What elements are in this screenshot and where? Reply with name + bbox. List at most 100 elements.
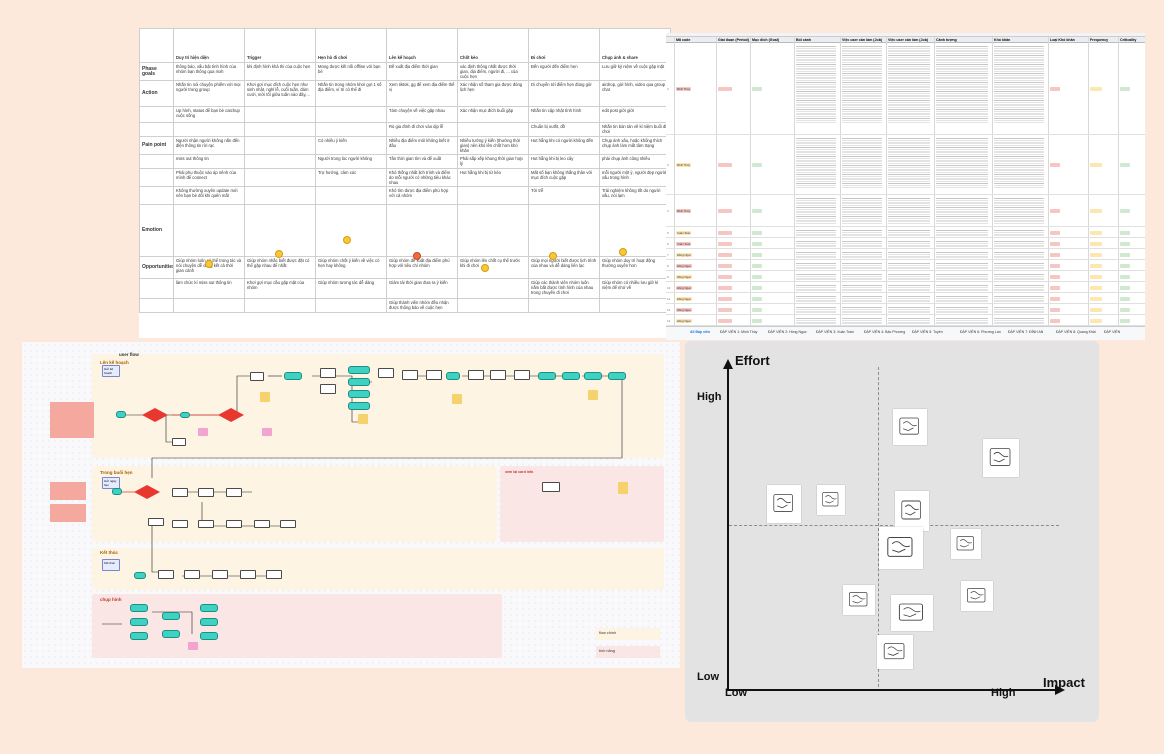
lane-label-end: Kết thúc — [100, 550, 118, 555]
journey-cell: Xác nhận mục đích buổi gặp — [457, 106, 529, 123]
sheet-toolbar — [666, 33, 1145, 37]
flow-step — [378, 368, 394, 378]
respondent-chip: Hồng Ngọc — [676, 274, 692, 279]
journey-cell: Giúp mọi người biết được lịch trình của … — [528, 256, 600, 279]
journey-cell — [244, 186, 316, 205]
annotation-sticky — [50, 504, 86, 522]
sketch-card — [877, 635, 913, 669]
status-chip — [1120, 241, 1130, 246]
sheet-cell-text — [842, 273, 882, 280]
sheet-tab[interactable]: ĐÁP VIÊN 2: Hồng Ngọc — [768, 330, 807, 334]
flow-step — [172, 438, 186, 446]
status-chip — [752, 230, 762, 235]
sheet-cell-text — [796, 229, 836, 236]
journey-header: Đi chơi — [528, 28, 600, 63]
journey-row: Giúp thành viên nhóm đều nhận được thông… — [139, 298, 671, 313]
flow-step — [280, 520, 296, 528]
lane-meetup — [92, 466, 497, 542]
status-chip — [752, 263, 762, 268]
sheet-tab[interactable]: ĐÁP VIÊN 6: Phương Lan — [960, 330, 1001, 334]
status-chip — [1090, 285, 1102, 290]
flow-node — [180, 412, 190, 418]
sketch-card — [879, 527, 923, 569]
journey-cell: Giúp nhóm chốt ý kiến về việc có hẹn hay… — [315, 256, 387, 279]
sheet-cell-text — [842, 137, 882, 188]
journey-cell: Hut hẫng khi bị leo cây — [528, 154, 600, 169]
flow-step — [320, 368, 336, 378]
sheet-cell-text — [888, 197, 930, 225]
annotation-sticky — [50, 482, 86, 500]
journey-cell: Giúp nhóm lên chốt cụ thể trước khi đi c… — [457, 256, 529, 279]
flow-step — [426, 370, 442, 380]
flow-node — [584, 372, 602, 380]
sheet-cell-text — [842, 240, 882, 247]
sheet-gridline — [886, 37, 887, 326]
sheet-tab[interactable]: ĐÁP VIÊN 1: Minh Thùy — [720, 330, 758, 334]
sheet-column-title: Bối cảnh — [796, 38, 812, 42]
status-chip — [1090, 296, 1102, 301]
journey-cell — [315, 298, 387, 313]
sheet-tab[interactable]: All Đáp viên — [690, 330, 711, 334]
sheet-cell-text — [994, 273, 1044, 280]
sheet-cell-text — [994, 137, 1044, 188]
flow-note — [260, 392, 270, 402]
status-chip — [718, 307, 732, 312]
journey-cell: Chuẩn bị outfit, đồ — [528, 122, 600, 137]
sheet-column-title: Giai đoạn (Period) — [718, 38, 749, 42]
journey-row-label: Emotion — [139, 204, 174, 257]
x-axis-arrow — [1055, 684, 1065, 695]
sketch-card — [983, 439, 1019, 477]
sub-label-plan-text: Gửi kế hoạch — [104, 367, 114, 375]
sheet-tab[interactable]: ĐÁP VIÊN 5: Tuyền — [912, 330, 943, 334]
journey-cell — [173, 204, 245, 257]
journey-cell — [457, 278, 529, 299]
status-chip — [752, 318, 762, 323]
sub-label-end: Kết thúc — [102, 559, 120, 571]
journey-cell: Khơi gợi mục đích cuộc hẹn như sinh nhật… — [244, 80, 316, 107]
status-chip — [1120, 296, 1130, 301]
flow-step — [468, 370, 484, 380]
sad-face-icon — [413, 252, 421, 260]
journey-cell — [173, 298, 245, 313]
sub-label-meet-text: Gửi ngày hẹn — [104, 479, 117, 487]
journey-row: Phải phụ thuộc vào áp nênh của mình để c… — [139, 168, 671, 187]
journey-cell: khi định hình khả thi của cuộc hẹn — [244, 62, 316, 81]
sheet-tab[interactable]: ĐÁP VIÊN 7: ĐỈNH AN — [1008, 330, 1044, 334]
sheet-tab[interactable]: ĐÁP VIÊN 4: Bảo Phương — [864, 330, 906, 334]
status-chip — [1120, 252, 1130, 257]
status-chip — [718, 274, 732, 279]
flow-step — [250, 372, 264, 381]
journey-cell: Khơi gợi mục cầu gặp mặt của nhóm — [244, 278, 316, 299]
smile-face-icon — [343, 236, 351, 244]
sheet-row-number: 11 — [667, 296, 671, 301]
journey-cell — [315, 106, 387, 123]
journey-row: Không thường xuyên update mới nên bạn bè… — [139, 186, 671, 205]
journey-header: Duy trì hiện diện — [173, 28, 245, 63]
sheet-cell-text — [936, 317, 988, 324]
sheet-cell-text — [994, 262, 1044, 269]
sheet-cell-text — [796, 45, 836, 124]
sheet-gridline — [1088, 37, 1089, 326]
sheet-tab[interactable]: ĐÁP VIÊN — [1104, 330, 1121, 334]
sheet-cell-text — [936, 45, 988, 124]
quadrant-divider-horizontal — [729, 525, 1059, 526]
sheet-tab[interactable]: ĐÁP VIÊN 8: Quang Khải — [1056, 330, 1096, 334]
flow-node — [200, 618, 218, 626]
journey-cell — [386, 204, 458, 257]
flow-node — [130, 604, 148, 612]
sheet-cell-text — [994, 284, 1044, 291]
sheet-cell-text — [888, 273, 930, 280]
y-high-label: High — [697, 391, 722, 403]
journey-cell: phải chụp ảnh cũng nhiều — [599, 154, 671, 169]
journey-cell — [244, 122, 316, 137]
sub-label-plan: Gửi kế hoạch — [102, 365, 120, 377]
sketch-card — [767, 485, 801, 523]
sheet-cell-text — [842, 45, 882, 124]
status-chip — [752, 241, 762, 246]
sheet-tab[interactable]: ĐÁP VIÊN 3: Xuân Toàn — [816, 330, 854, 334]
sketch-card — [893, 409, 927, 445]
flow-step — [320, 384, 336, 394]
